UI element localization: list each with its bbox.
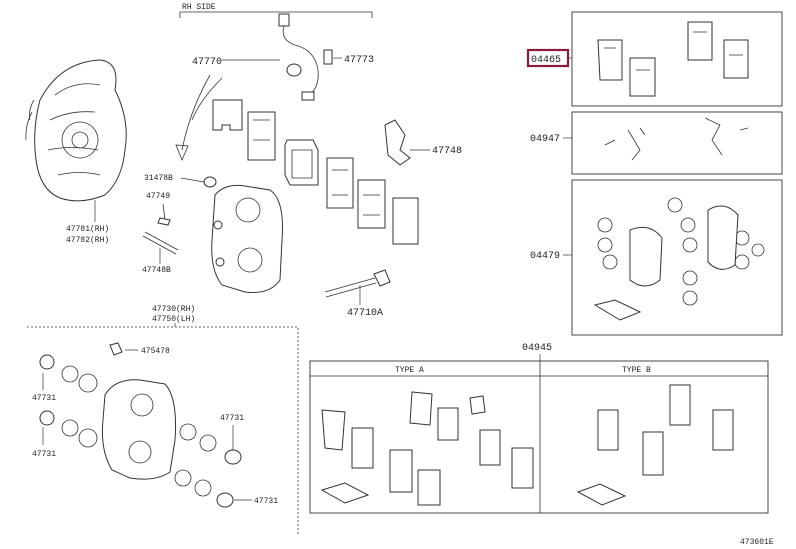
- shim-47748: [384, 119, 411, 166]
- label-04945: 04945: [522, 343, 552, 354]
- label-47730: 47730(RH): [152, 305, 195, 314]
- label-04479: 04479: [530, 251, 560, 262]
- caliper-center: [203, 176, 283, 293]
- type-b-parts: [576, 384, 734, 506]
- label-47770: 47770: [192, 57, 222, 68]
- center-pads: [212, 99, 419, 245]
- label-47731-c: 47731: [220, 414, 244, 423]
- lower-caliper: [101, 379, 176, 480]
- box-04945: [309, 360, 769, 514]
- label-475478: 475478: [141, 347, 170, 356]
- label-47749: 47749: [146, 192, 170, 201]
- label-47748B: 47748B: [142, 266, 171, 275]
- rh-side-bracket: RH SIDE: [179, 3, 373, 18]
- type-b-label: TYPE B: [622, 366, 651, 375]
- box-04947: [571, 111, 783, 175]
- rh-side-label: RH SIDE: [182, 3, 216, 12]
- type-a-label: TYPE A: [395, 366, 424, 375]
- label-47782: 47782(RH): [66, 236, 109, 245]
- label-47731-a: 47731: [32, 394, 56, 403]
- box-04465: [571, 11, 783, 107]
- pin-47748B: [142, 231, 179, 255]
- label-04947: 04947: [530, 134, 560, 145]
- shim-kit-04947: [604, 117, 749, 161]
- label-47731-d: 47731: [254, 497, 278, 506]
- label-47731-b: 47731: [32, 450, 56, 459]
- diagram-code: 473601E: [740, 538, 774, 547]
- dust-shield: [25, 59, 127, 202]
- lower-left-rings: [39, 354, 242, 508]
- label-47781: 47781(RH): [66, 225, 109, 234]
- type-a-parts: [320, 391, 534, 506]
- label-04465[interactable]: 04465: [531, 55, 561, 66]
- seal-kit-04479: [593, 197, 765, 321]
- label-47748: 47748: [432, 146, 462, 157]
- bolt-47710A: [324, 269, 391, 298]
- label-47710A: 47710A: [347, 308, 383, 319]
- piston-475478: [109, 342, 123, 356]
- label-31478B: 31478B: [144, 174, 173, 183]
- label-47773: 47773: [344, 55, 374, 66]
- box-04479: [571, 179, 783, 336]
- wear-sensor: [278, 13, 333, 101]
- pad-kit-04465: [597, 21, 749, 97]
- label-47750: 47750(LH): [152, 315, 195, 324]
